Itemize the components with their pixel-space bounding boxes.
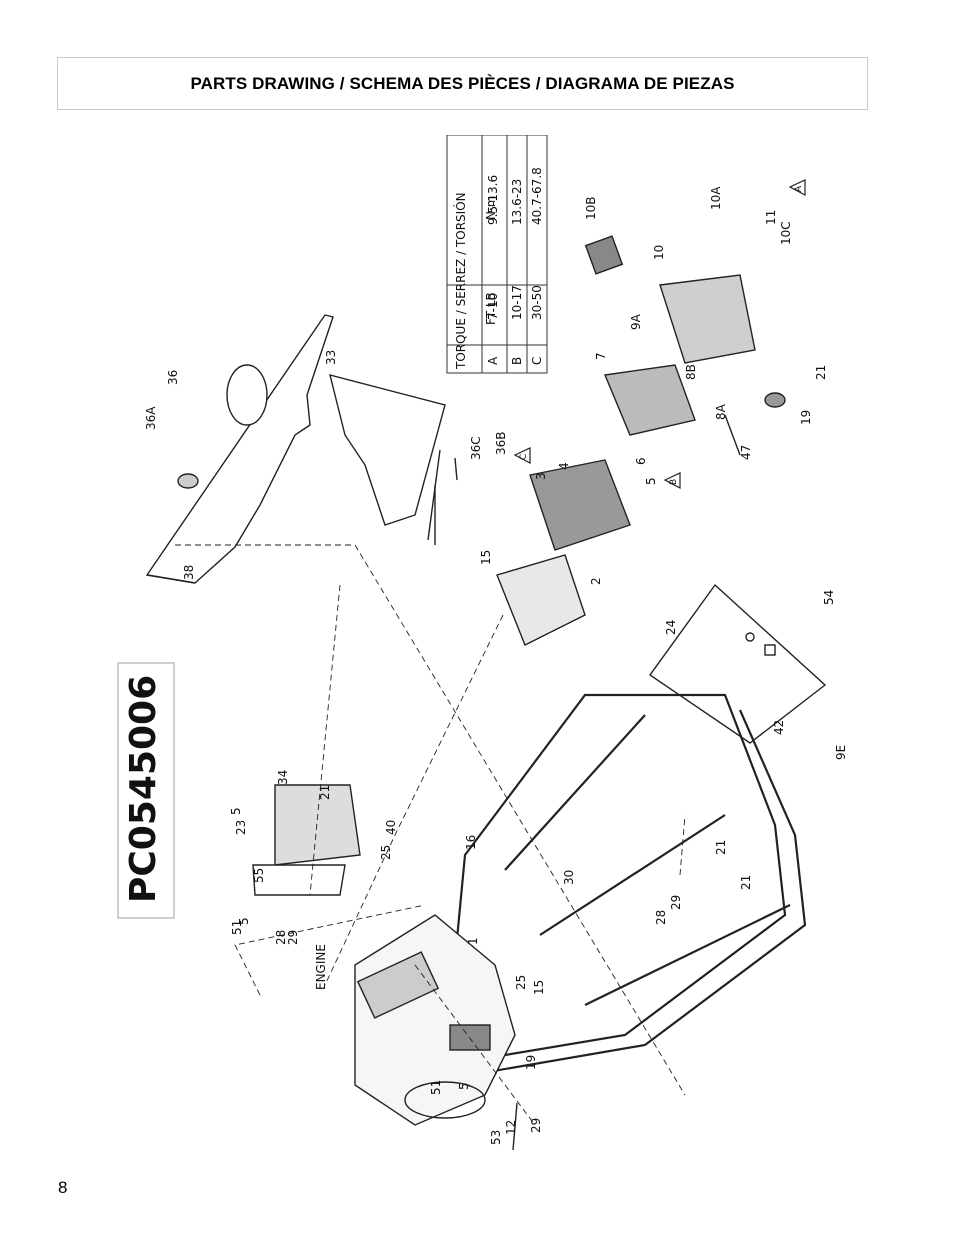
callout: 5 <box>229 807 243 815</box>
callout: 36C <box>469 436 483 460</box>
callout: 2 <box>589 577 603 585</box>
callout: 51 <box>230 920 244 935</box>
torque-row-ftlb: 30-50 <box>530 285 544 320</box>
frame <box>443 693 807 1077</box>
torque-row-symbol: B <box>510 357 524 365</box>
torque-header-ftlb: FT LB <box>484 292 498 325</box>
callout: 5 <box>237 917 251 925</box>
muffler <box>274 784 361 866</box>
side-cover <box>329 374 446 526</box>
callout: 4 <box>557 462 571 470</box>
callout: 9A <box>629 313 643 330</box>
callout: 25 <box>379 845 393 860</box>
callout: 5 <box>644 477 658 485</box>
top-cover-panel <box>145 314 334 584</box>
callout: 30 <box>562 870 576 885</box>
model-number-box <box>117 662 175 919</box>
parts-drawing: PC0545006 TORQUE / SERREZ / TORSIÓN FT L… <box>117 135 848 1151</box>
callout: 29 <box>286 930 300 945</box>
callout: 16 <box>464 835 478 850</box>
callout: 1 <box>466 937 480 945</box>
triangle-b-label: B <box>669 479 679 485</box>
callout: 51 <box>429 1080 443 1095</box>
torque-header-title: TORQUE / SERREZ / TORSIÓN <box>453 192 468 370</box>
callout: 11 <box>764 210 778 225</box>
callout: 40 <box>384 820 398 835</box>
callout: 21 <box>714 840 728 855</box>
callout: 55 <box>252 868 266 883</box>
callout: 19 <box>799 410 813 425</box>
callout: 38 <box>182 565 196 580</box>
torque-row-symbol: C <box>530 357 544 365</box>
torque-row-nm: 9.5-13.6 <box>486 175 500 225</box>
callout: 34 <box>276 770 290 785</box>
model-number: PC0545006 <box>123 675 164 903</box>
callout: 21 <box>814 365 828 380</box>
callout: 8B <box>684 364 698 380</box>
torque-table <box>446 135 548 374</box>
callout: 3 <box>534 472 548 480</box>
callout: 54 <box>822 590 836 605</box>
triangle-mark-b <box>663 472 681 489</box>
torque-row-nm: 40.7-67.8 <box>530 167 544 225</box>
page-number: 8 <box>58 1178 68 1197</box>
rotor <box>529 459 631 551</box>
torque-row-ftlb: 7-10 <box>486 293 500 320</box>
callout: 24 <box>664 620 678 635</box>
triangle-mark-a <box>788 179 806 196</box>
callout: 19 <box>524 1055 538 1070</box>
stator <box>604 364 696 436</box>
torque-row-ftlb: 10-17 <box>510 285 524 320</box>
callout: 15 <box>532 980 546 995</box>
callout: 12 <box>504 1120 518 1135</box>
callout: 23 <box>234 820 248 835</box>
callout: 21 <box>318 785 332 800</box>
callout: 15 <box>479 550 493 565</box>
callout: 42 <box>772 720 786 735</box>
rear-bearing-carrier <box>496 554 586 646</box>
engine-label: ENGINE <box>314 944 328 990</box>
callout: 28 <box>654 910 668 925</box>
callout: 6 <box>634 457 648 465</box>
callout: 29 <box>669 895 683 910</box>
callout: 25 <box>514 975 528 990</box>
callout: 10 <box>652 245 666 260</box>
callout: 36 <box>166 370 180 385</box>
callout: 10C <box>779 221 793 245</box>
callout: 47 <box>739 445 753 460</box>
callout: 10B <box>584 196 598 220</box>
torque-row-symbol: A <box>486 356 500 365</box>
torque-header-nm: N·m <box>484 196 498 220</box>
callout: 29 <box>529 1118 543 1133</box>
callout: 21 <box>739 875 753 890</box>
callout: 7 <box>594 352 608 360</box>
triangle-c-label: C <box>519 454 529 460</box>
torque-row-nm: 13.6-23 <box>510 179 524 225</box>
callout: 9E <box>834 745 848 760</box>
callout: 8A <box>714 403 728 420</box>
callout: 36B <box>494 431 508 455</box>
header-box: PARTS DRAWING / SCHEMA DES PIÈCES / DIAG… <box>57 57 868 110</box>
callout: 36A <box>144 406 158 430</box>
callout: 10A <box>709 186 723 210</box>
control-panel <box>649 583 827 744</box>
callout: 28 <box>274 930 288 945</box>
callout: 33 <box>324 350 338 365</box>
triangle-a-label: A <box>794 185 804 192</box>
callout: 5 <box>457 1082 471 1090</box>
triangle-mark-c <box>513 447 531 464</box>
end-cover <box>659 274 756 364</box>
callout: 53 <box>489 1130 503 1145</box>
page-title: PARTS DRAWING / SCHEMA DES PIÈCES / DIAG… <box>190 73 735 93</box>
